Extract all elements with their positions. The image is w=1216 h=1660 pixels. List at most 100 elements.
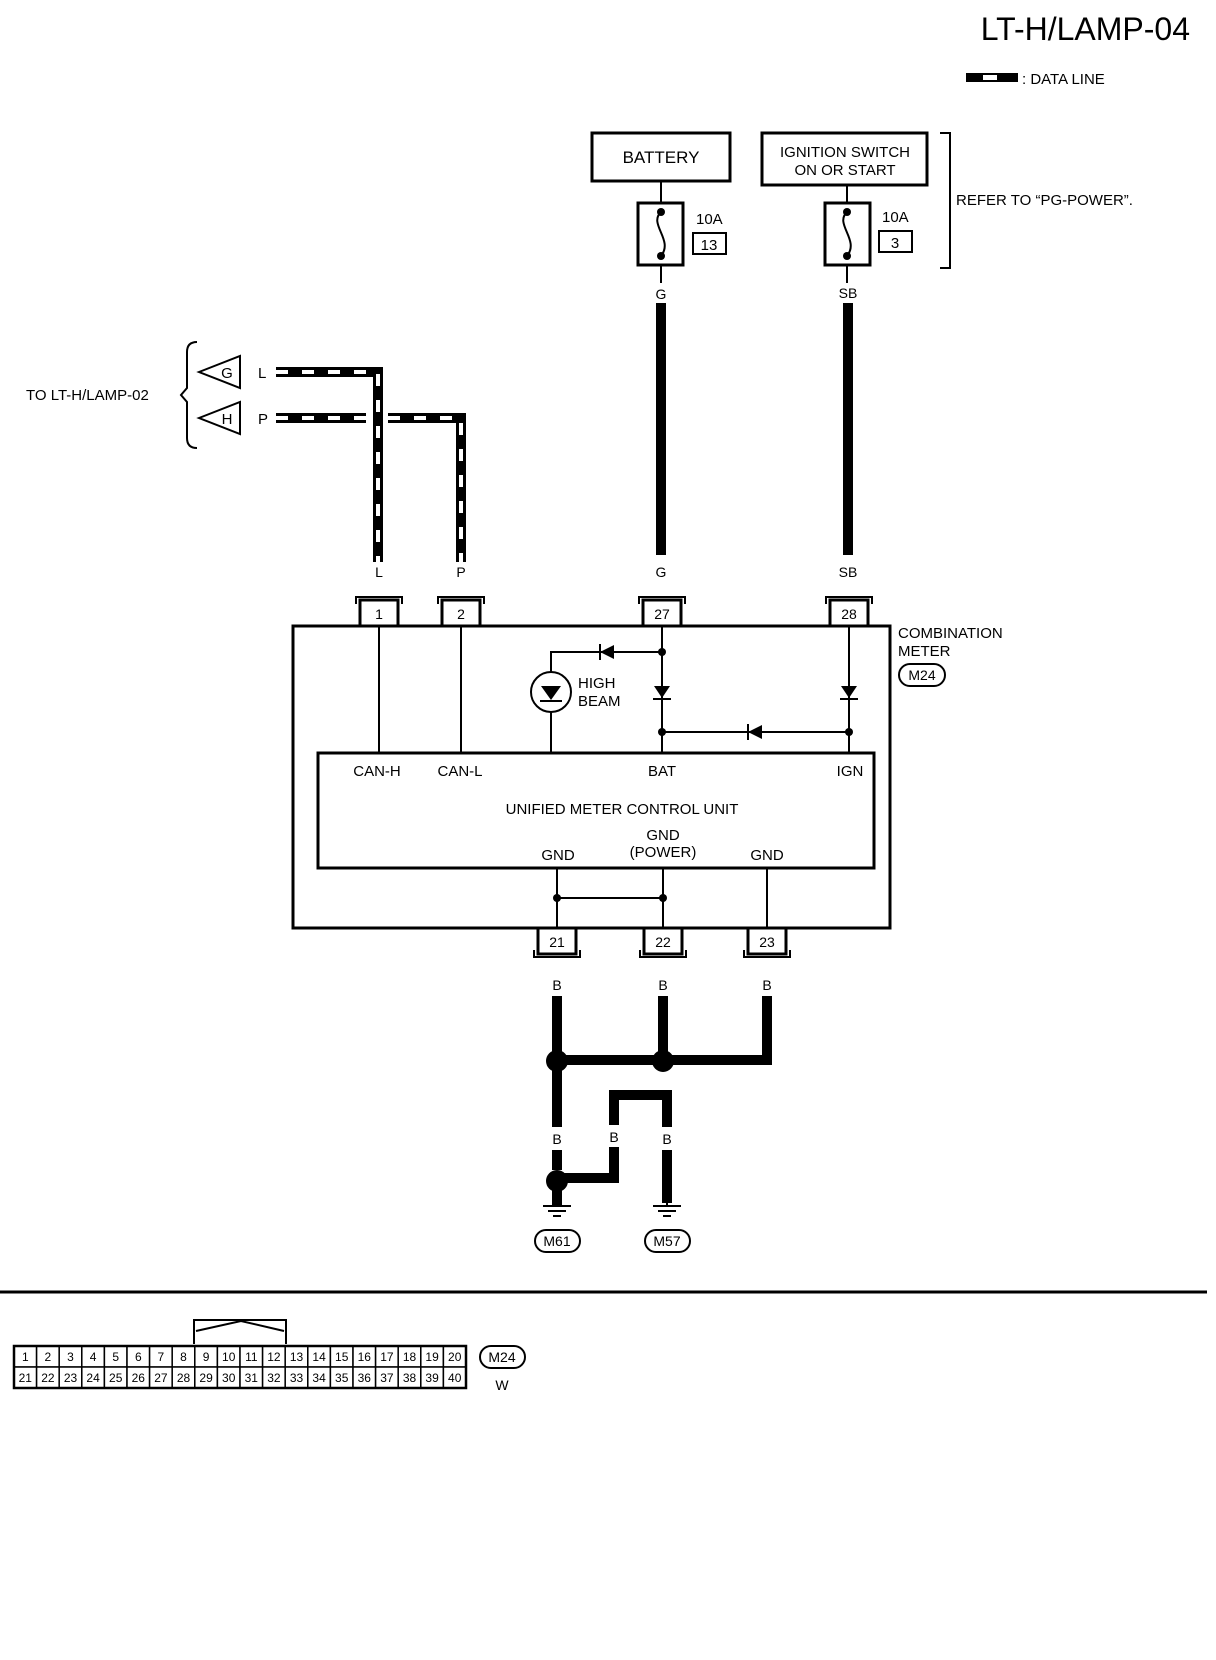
terminal-1: 1: [355, 596, 403, 628]
signal-can-l: CAN-L: [437, 763, 482, 780]
ground-symbol-m57: [653, 1200, 681, 1217]
ground-wire-harness: [552, 996, 772, 1205]
unified-meter-control-unit: [316, 751, 876, 870]
battery-fuse: 10A 13: [636, 181, 727, 283]
connector-face-outline: [12, 1344, 468, 1390]
connector-cavity-number: 11: [245, 1350, 258, 1364]
svg-text:23: 23: [759, 934, 775, 950]
terminal-2: 2: [437, 596, 485, 628]
meter-name-2: METER: [898, 643, 951, 660]
connector-to-g-letter: G: [221, 365, 233, 382]
battery-fuse-number: 13: [701, 237, 718, 254]
battery-fuse-rating: 10A: [696, 211, 723, 228]
battery-label: BATTERY: [623, 148, 700, 167]
refer-bracket: [940, 132, 951, 269]
high-beam-indicator: [530, 671, 572, 713]
ignition-label-1: IGNITION SWITCH: [780, 144, 910, 161]
connector-cavity-number: 38: [403, 1371, 417, 1385]
connector-cavity-number: 16: [358, 1350, 372, 1364]
to-page-bracket: [179, 341, 198, 449]
connector-cavity-number: 5: [112, 1350, 119, 1364]
connector-cavity-number: 10: [222, 1350, 236, 1364]
wire-23-color: B: [762, 977, 771, 993]
ignition-fuse-number: 3: [891, 235, 899, 252]
connector-cavity-number: 4: [90, 1350, 97, 1364]
ignition-wire-color-bottom: SB: [839, 564, 858, 580]
connector-cavity-number: 2: [45, 1350, 52, 1364]
meter-connector-id: M24: [908, 667, 935, 683]
battery-box: BATTERY: [590, 131, 732, 183]
splice-ground-m61: [546, 1170, 568, 1192]
connector-cavity-number: 1: [22, 1350, 29, 1364]
diode-high-beam-feed: [599, 644, 614, 660]
ignition-fuse-rating: 10A: [882, 209, 909, 226]
ground-wire-right-color: B: [662, 1131, 671, 1147]
ground-symbol-m61: [543, 1192, 571, 1217]
connector-cavity-number: 37: [380, 1371, 394, 1385]
svg-text:21: 21: [549, 934, 565, 950]
connector-cavity-number: 28: [177, 1371, 191, 1385]
page-title: LT-H/LAMP-04: [981, 11, 1190, 47]
connector-face-key: [193, 1319, 287, 1344]
wire-22-color: B: [658, 977, 667, 993]
signal-gnd-power-1: GND: [646, 827, 680, 844]
data-line-legend-label: : DATA LINE: [1022, 71, 1105, 88]
connector-cavity-number: 22: [41, 1371, 55, 1385]
ground-wire-left-color: B: [552, 1131, 561, 1147]
terminal-28: 28: [825, 596, 873, 628]
connector-cavity-number: 8: [180, 1350, 187, 1364]
connector-cavity-number: 18: [403, 1350, 417, 1364]
high-beam-label-1: HIGH: [578, 675, 616, 692]
combination-meter-box: [291, 624, 892, 930]
connector-to-h-letter: H: [222, 411, 233, 428]
connector-cavity-number: 35: [335, 1371, 349, 1385]
connector-cavity-number: 25: [109, 1371, 123, 1385]
connector-cavity-number: 31: [245, 1371, 259, 1385]
splice-left: [546, 1050, 568, 1072]
connector-cavity-number: 3: [67, 1350, 74, 1364]
connector-cavity-number: 7: [158, 1350, 165, 1364]
connector-cavity-number: 27: [154, 1371, 168, 1385]
connector-cavity-number: 15: [335, 1350, 349, 1364]
connector-cavity-number: 39: [425, 1371, 439, 1385]
refer-note: REFER TO “PG-POWER”.: [956, 192, 1133, 209]
connector-cavity-number: 24: [86, 1371, 100, 1385]
meter-connector-id-badge: [898, 663, 946, 687]
connector-cavity-number: 14: [312, 1350, 326, 1364]
signal-bat: BAT: [648, 763, 676, 780]
battery-wire-color-bottom: G: [656, 564, 667, 580]
connector-cavity-number: 19: [425, 1350, 439, 1364]
battery-wire-color-top: G: [656, 286, 667, 302]
connector-cavity-number: 34: [312, 1371, 326, 1385]
connector-cavity-number: 30: [222, 1371, 236, 1385]
connector-to-g: G L: [196, 354, 266, 390]
connector-cavity-number: 12: [267, 1350, 281, 1364]
connector-cavity-number: 23: [64, 1371, 78, 1385]
signal-gnd-23: GND: [750, 847, 784, 864]
signal-can-h: CAN-H: [353, 763, 401, 780]
terminal-21: 21: [533, 926, 581, 958]
svg-text:1: 1: [375, 606, 383, 622]
ignition-fuse: 10A 3: [823, 185, 913, 283]
connector-to-h: H P: [196, 400, 268, 436]
connector-cavity-number: 29: [199, 1371, 213, 1385]
svg-text:22: 22: [655, 934, 671, 950]
svg-text:27: 27: [654, 606, 670, 622]
ignition-label-2: ON OR START: [794, 162, 895, 179]
diode-bat: [653, 686, 671, 700]
signal-ign: IGN: [837, 763, 864, 780]
connector-cavity-number: 36: [358, 1371, 372, 1385]
connector-cavity-number: 20: [448, 1350, 462, 1364]
wire-21-color: B: [552, 977, 561, 993]
diode-ign-to-bat: [747, 724, 762, 740]
connector-cavity-number: 13: [290, 1350, 304, 1364]
signal-gnd-power-2: (POWER): [630, 844, 697, 861]
ignition-switch-box: IGNITION SWITCH ON OR START: [760, 131, 929, 187]
signal-gnd-21: GND: [541, 847, 575, 864]
connector-to-g-wire: L: [258, 365, 266, 382]
connector-cavity-number: 33: [290, 1371, 304, 1385]
can-l-data-line: [276, 413, 466, 562]
svg-text:2: 2: [457, 606, 465, 622]
